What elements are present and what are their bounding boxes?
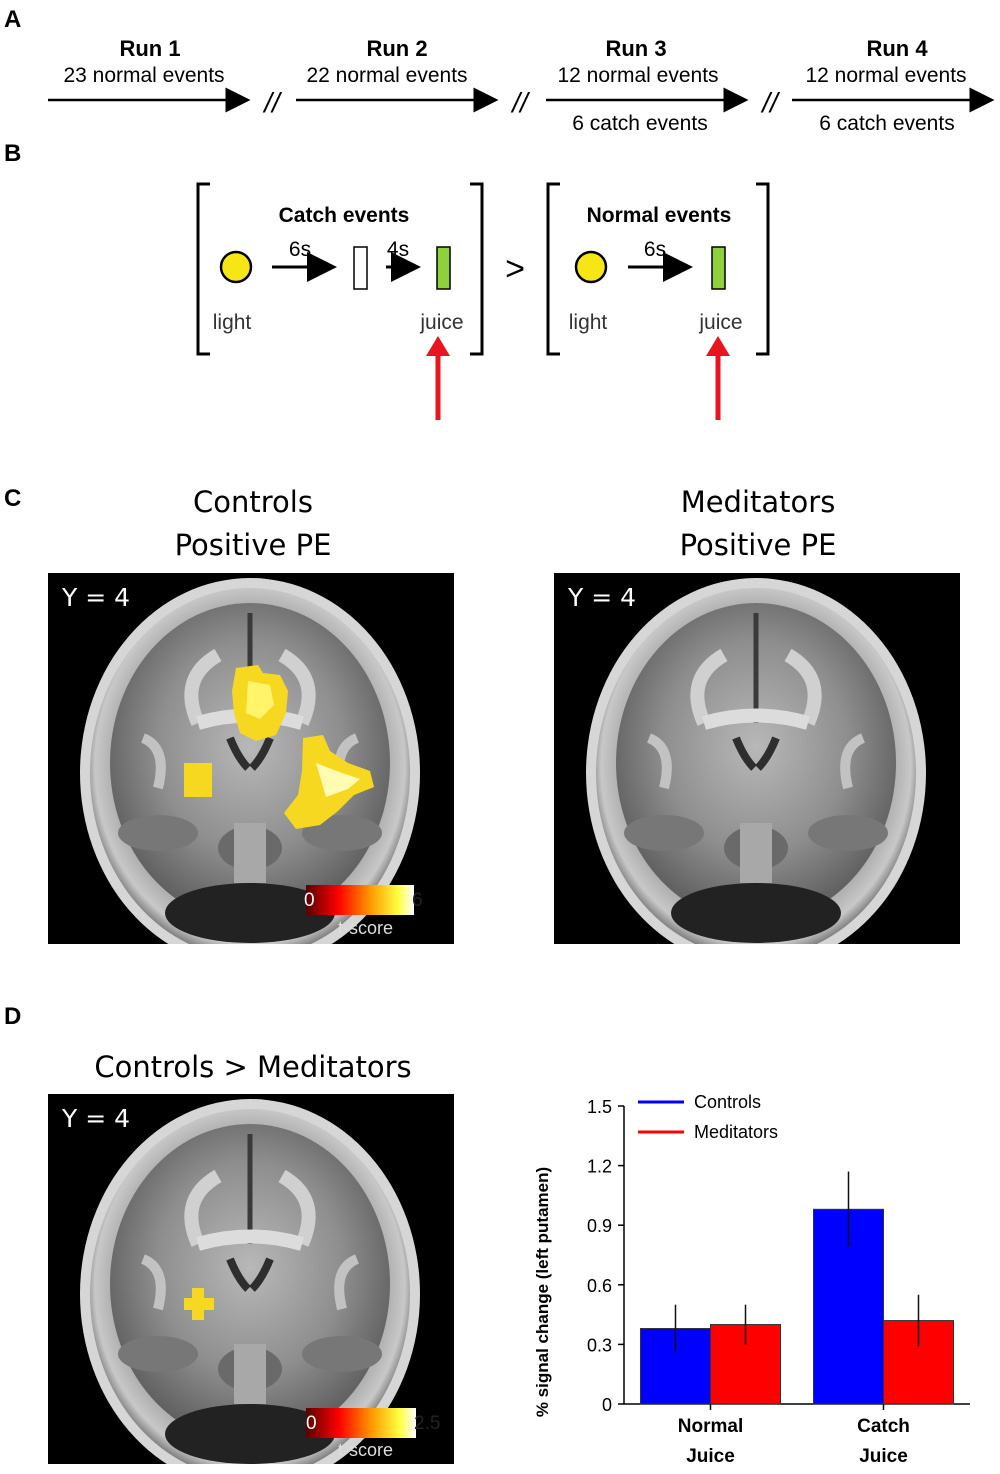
run-4-catch: 6 catch events — [819, 112, 955, 135]
contrast-heading: Controls > Meditators — [94, 1050, 412, 1084]
normal-bracket-right — [756, 182, 770, 356]
juice-icon — [711, 246, 726, 290]
contrast-colorbar-min: 0 — [306, 1413, 317, 1434]
comparison-symbol: > — [505, 250, 525, 288]
event-design: Catch events 6s 4s light juice > Normal … — [196, 182, 770, 420]
run-separator-3: // — [760, 87, 781, 118]
catch-events-title: Catch events — [279, 204, 410, 227]
chart-bars — [640, 1171, 954, 1405]
activation-clusters — [184, 665, 374, 829]
catch-bracket-right — [470, 182, 484, 356]
meditators-brain-slice: Y = 4 — [554, 573, 960, 944]
panel-label-c: C — [4, 485, 22, 512]
normal-bracket-left — [546, 182, 560, 356]
contrast-slice-label: Y = 4 — [62, 1104, 131, 1133]
panel-label-a: A — [4, 6, 22, 33]
y-tick-label: 1.2 — [587, 1157, 612, 1177]
contrast-colorbar — [306, 1408, 416, 1438]
meditators-slice-label: Y = 4 — [568, 583, 637, 612]
controls-slice-label: Y = 4 — [62, 583, 131, 612]
normal-juice-red-arrowhead — [706, 336, 730, 356]
run-1-title: Run 1 — [119, 36, 181, 61]
y-tick-label: 1.5 — [587, 1097, 612, 1117]
run-3-normal: 12 normal events — [557, 64, 719, 87]
run-1-normal: 23 normal events — [63, 64, 225, 87]
chart-y-axis-label: % signal change (left putamen) — [533, 1167, 552, 1417]
controls-brain-slice: Y = 4 0 6 t-score — [48, 573, 454, 944]
controls-heading-1: Controls — [193, 485, 313, 519]
controls-colorbar-min: 0 — [304, 890, 315, 911]
panel-label-b: B — [4, 140, 22, 167]
run-separator-1: // — [262, 87, 283, 118]
y-tick-label: 0.6 — [587, 1276, 612, 1296]
catch-delay-2: 4s — [387, 238, 409, 261]
juice-icon — [436, 246, 451, 290]
controls-colorbar — [306, 885, 414, 915]
meditators-heading-2: Positive PE — [679, 528, 837, 562]
x-tick-label: Normal — [678, 1416, 743, 1437]
empty-cue-icon — [353, 246, 368, 290]
x-tick-label: Juice — [859, 1446, 908, 1467]
contrast-brain-slice: Y = 4 0 2.5 t-score — [48, 1094, 454, 1464]
run-3-title: Run 3 — [605, 36, 667, 61]
y-tick-label: 0.9 — [587, 1216, 612, 1236]
run-4-normal: 12 normal events — [805, 64, 967, 87]
legend-label-controls: Controls — [694, 1092, 761, 1112]
light-icon — [574, 250, 608, 284]
contrast-colorbar-max: 2.5 — [414, 1413, 441, 1434]
run-2-normal: 22 normal events — [306, 64, 468, 87]
y-tick-label: 0 — [602, 1395, 612, 1415]
controls-heading-2: Positive PE — [174, 528, 332, 562]
catch-bracket-left — [196, 182, 210, 356]
panel-label-d: D — [4, 1003, 22, 1030]
controls-colorbar-label: t-score — [338, 918, 394, 938]
legend-label-meditators: Meditators — [694, 1122, 778, 1142]
normal-events-title: Normal events — [587, 204, 732, 227]
catch-delay-1: 6s — [289, 238, 311, 261]
run-4-title: Run 4 — [866, 36, 928, 61]
meditators-heading-1: Meditators — [680, 485, 836, 519]
catch-juice-red-arrowhead — [426, 336, 450, 356]
catch-juice-label: juice — [419, 311, 463, 334]
run-3-catch: 6 catch events — [572, 112, 708, 135]
normal-delay: 6s — [644, 238, 666, 261]
run-2-title: Run 2 — [366, 36, 428, 61]
contrast-cluster — [184, 1288, 214, 1320]
run-separator-2: // — [510, 87, 531, 118]
run-arrows: // // // — [48, 87, 995, 118]
y-tick-label: 0.3 — [587, 1335, 612, 1355]
catch-light-label: light — [213, 311, 252, 334]
normal-light-label: light — [569, 311, 608, 334]
light-icon — [219, 250, 253, 284]
x-tick-label: Juice — [686, 1446, 735, 1467]
contrast-colorbar-label: t-score — [338, 1440, 394, 1460]
normal-juice-label: juice — [698, 311, 742, 334]
x-tick-label: Catch — [857, 1416, 910, 1437]
controls-colorbar-max: 6 — [412, 890, 423, 911]
